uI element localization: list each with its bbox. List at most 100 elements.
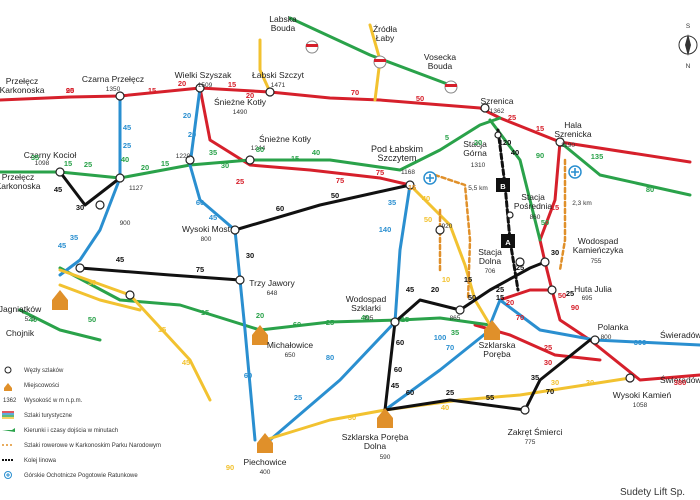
node-labski-szczyt[interactable]: [265, 87, 275, 97]
time-label: 25: [66, 86, 74, 95]
node-920[interactable]: [435, 225, 445, 235]
node-trzy-jawory[interactable]: [235, 275, 245, 285]
node-szrenica[interactable]: [480, 103, 490, 113]
trail-blue-4: [488, 298, 700, 347]
time-label: 50: [88, 315, 96, 324]
node-stacja-posrednia[interactable]: [506, 211, 514, 219]
gopr-cross-icon: [426, 174, 434, 182]
place-label-wysoki-kamien-alt: 1058: [633, 402, 648, 409]
node-left-268[interactable]: [75, 263, 85, 273]
trail-blue-5: [383, 328, 492, 412]
time-label: 45: [54, 185, 62, 194]
node-polanka[interactable]: [590, 335, 600, 345]
time-label: 50: [424, 215, 432, 224]
legend-label: Wysokość w m n.p.m.: [24, 398, 83, 404]
time-label: 15: [536, 124, 544, 133]
node-hala-szrenicka[interactable]: [555, 137, 565, 147]
cable-station-a[interactable]: [501, 234, 515, 248]
compass-north-label: N: [686, 63, 691, 70]
time-label: 15: [161, 159, 169, 168]
place-label-node-1220: 1220: [176, 153, 191, 160]
place-label-wysoki-most: Wysoki Most: [182, 224, 231, 234]
place-label-polanka-alt: 800: [601, 334, 612, 341]
trail-black-1: [58, 170, 122, 207]
towns: [52, 290, 500, 453]
time-label: 25: [236, 177, 244, 186]
time-label: 75: [196, 265, 204, 274]
time-label: 100: [434, 333, 447, 342]
time-label: 50: [416, 94, 424, 103]
node-wysoki-most[interactable]: [230, 225, 240, 235]
node-pod-labskim[interactable]: [405, 180, 415, 190]
legend-item: [2, 428, 15, 432]
time-label: 30: [348, 413, 356, 422]
time-label: 90: [66, 86, 74, 95]
trail-yellow-1: [258, 38, 272, 94]
place-label-czarny-kociol: Czarny Kocioł: [24, 150, 77, 160]
node-stacja-dolna[interactable]: [515, 257, 525, 267]
node-czarna-przelecz[interactable]: [115, 91, 125, 101]
town-icon-piechowice[interactable]: [257, 433, 273, 453]
cable-stations: B A: [496, 178, 515, 248]
node-sniezne-kotly[interactable]: [245, 155, 255, 165]
cable-station-b[interactable]: [496, 178, 510, 192]
trail-yellow-3: [408, 183, 492, 327]
time-label: 15: [408, 183, 416, 192]
trail-black-2: [78, 266, 242, 282]
place-label-trzy-jawory-alt: 648: [267, 290, 278, 297]
time-label: 40: [511, 148, 519, 157]
legend-label: Szlaki turystyczne: [24, 413, 73, 419]
legend-label: Kierunki i czasy dojścia w minutach: [24, 428, 118, 434]
time-label: 40: [312, 148, 320, 157]
town-icon-michalowice[interactable]: [252, 325, 268, 345]
trail-red-ridge: [0, 86, 692, 164]
place-label-sniezne-kotly-top-alt: 1490: [233, 109, 248, 116]
time-label: 40: [441, 403, 449, 412]
compass: S N: [678, 23, 698, 70]
node-865[interactable]: [455, 305, 465, 315]
hut-flag-icon: [306, 44, 318, 47]
node-wodospad-kam[interactable]: [540, 257, 550, 267]
time-label: 90: [226, 463, 234, 472]
trail-black-4: [393, 260, 547, 324]
node-1220[interactable]: [185, 155, 195, 165]
time-label: 30: [551, 248, 559, 257]
node-stacja-gorna[interactable]: [494, 131, 502, 139]
place-label-jagniatkow: Jagniątków: [0, 304, 42, 314]
time-label: 55: [486, 393, 494, 402]
time-label: 30: [76, 203, 84, 212]
node-900[interactable]: [95, 200, 105, 210]
node-chojnik-junction[interactable]: [125, 290, 135, 300]
town-icon-szklarska[interactable]: [484, 320, 500, 340]
time-label: 35: [451, 328, 459, 337]
place-label-stacja-dolna-alt: 706: [485, 268, 496, 275]
node-zakret[interactable]: [520, 405, 530, 415]
trail-green-1: [0, 116, 502, 180]
trail-green-5: [58, 266, 492, 332]
place-label-sniezne-kotly: Śnieżne Kotły: [259, 133, 312, 144]
time-label: 70: [546, 387, 554, 396]
trail-green-6: [18, 308, 102, 342]
town-icon-szp-dolna[interactable]: [377, 408, 393, 428]
time-label: 60: [196, 198, 204, 207]
time-label: 25: [496, 285, 504, 294]
node-1127[interactable]: [115, 173, 125, 183]
trail-blue-3: [268, 183, 412, 442]
time-label: 70: [516, 313, 524, 322]
node-huta-julia[interactable]: [547, 285, 557, 295]
place-label-polanka: Polanka: [598, 322, 629, 332]
time-label: 50: [331, 191, 339, 200]
node-wodospad-szklarki[interactable]: [390, 317, 400, 327]
town-icon-jagniatkow[interactable]: [52, 290, 68, 310]
place-label-node-865: 865: [450, 315, 461, 322]
compass-needle-icon: [685, 34, 691, 56]
time-label: 20: [141, 163, 149, 172]
node-czarny-kociol[interactable]: [55, 167, 65, 177]
node-wysoki-kamien[interactable]: [625, 373, 635, 383]
trail-blue-1: [58, 94, 122, 277]
node-wielki-szyszak[interactable]: [195, 83, 205, 93]
time-label: 50: [541, 218, 549, 227]
